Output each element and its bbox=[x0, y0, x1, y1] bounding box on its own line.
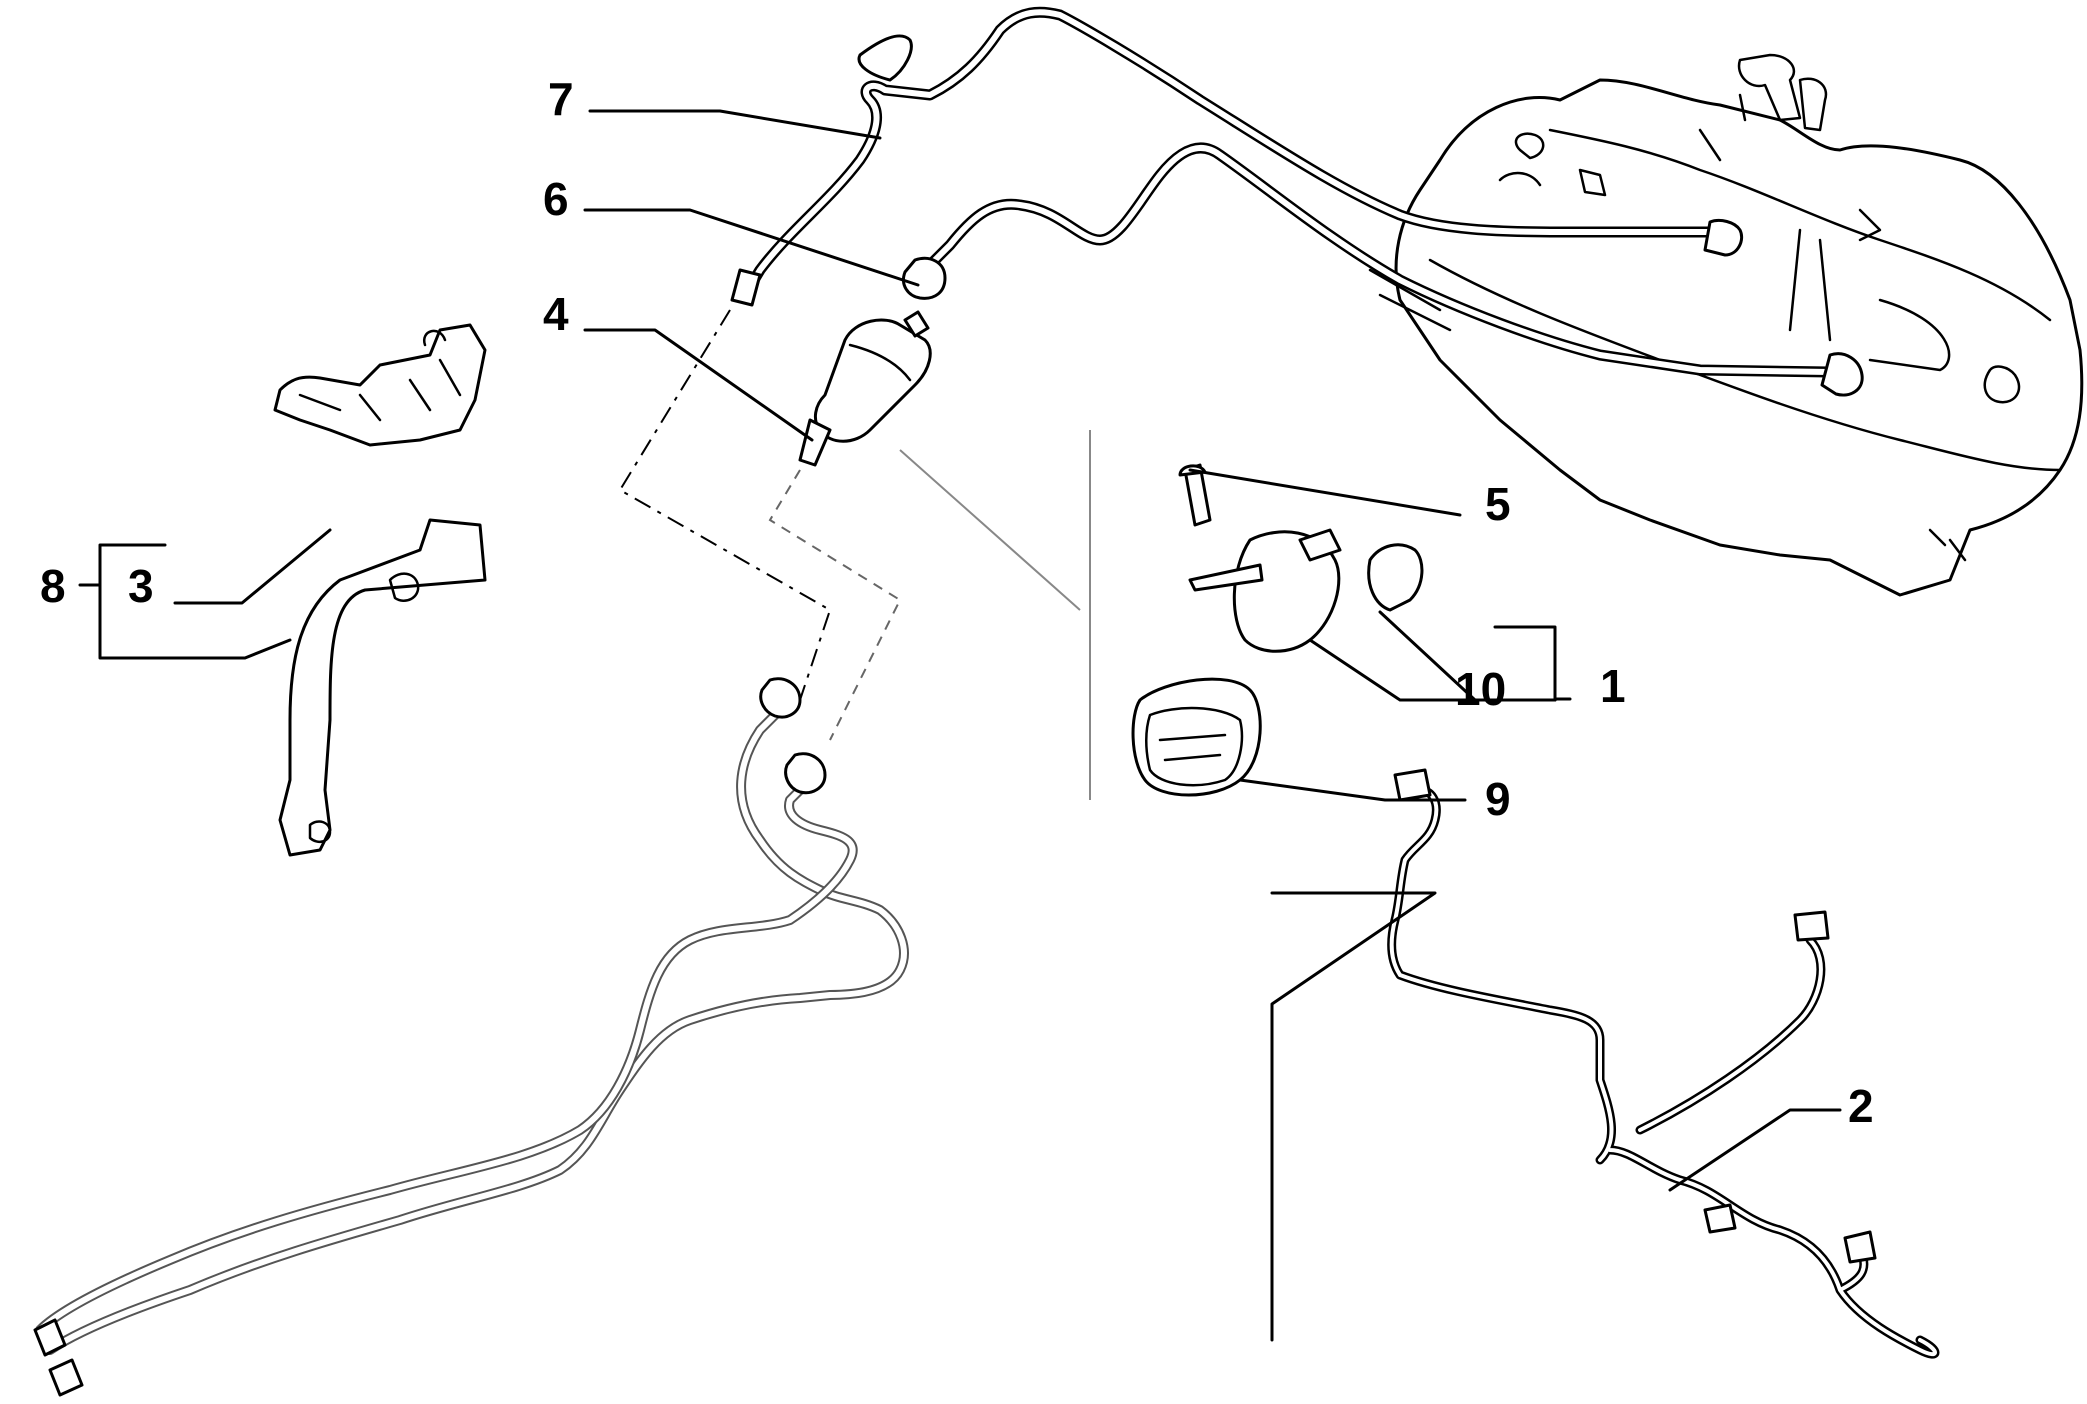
fuel-filter bbox=[798, 310, 932, 467]
label-9: 9 bbox=[1485, 773, 1511, 825]
fuel-line-6 bbox=[902, 142, 1864, 397]
label-8: 8 bbox=[40, 560, 66, 612]
label-2: 2 bbox=[1848, 1080, 1874, 1132]
label-3: 3 bbox=[128, 560, 154, 612]
label-4: 4 bbox=[543, 288, 569, 340]
label-5: 5 bbox=[1485, 478, 1511, 530]
label-10: 10 bbox=[1455, 663, 1506, 715]
label-1: 1 bbox=[1600, 660, 1626, 712]
wiring-harness bbox=[1387, 768, 1940, 1359]
label-6: 6 bbox=[543, 173, 569, 225]
harness-outline bbox=[1270, 891, 1437, 1342]
underbody-fuel-lines bbox=[33, 677, 909, 1397]
leader-lines bbox=[78, 109, 1842, 1192]
connection-lines bbox=[618, 309, 1091, 800]
label-7: 7 bbox=[548, 73, 574, 125]
callout-labels: 7 6 4 8 3 5 10 1 9 2 bbox=[40, 73, 1874, 1132]
fuel-tank bbox=[1368, 53, 2084, 597]
valve-and-bracket bbox=[273, 323, 487, 857]
fuel-line-7 bbox=[730, 6, 1744, 307]
sender-components bbox=[1131, 463, 1424, 797]
